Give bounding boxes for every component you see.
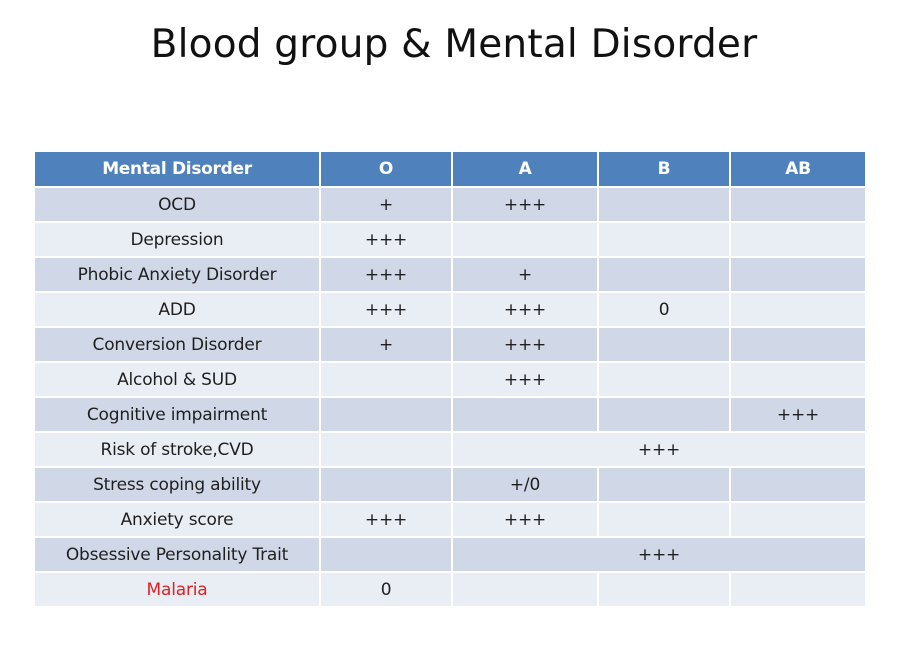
- cell-a: +++: [451, 186, 599, 223]
- row-label-highlighted: Malaria: [33, 571, 321, 608]
- cell-ab: [729, 361, 867, 398]
- row-label: ADD: [33, 291, 321, 328]
- cell-ab: [729, 501, 867, 538]
- cell-ab: [729, 291, 867, 328]
- cell-a: [451, 571, 599, 608]
- cell-b: [597, 256, 731, 293]
- cell-b: [597, 326, 731, 363]
- header-ab: AB: [729, 150, 867, 188]
- table-row: Risk of stroke,CVD +++: [33, 431, 867, 468]
- header-o: O: [319, 150, 453, 188]
- cell-b: [597, 186, 731, 223]
- table-row: Phobic Anxiety Disorder +++ +: [33, 256, 867, 293]
- header-a: A: [451, 150, 599, 188]
- cell-o: +: [319, 326, 453, 363]
- cell-ab: [729, 326, 867, 363]
- row-label: Anxiety score: [33, 501, 321, 538]
- cell-a: +++: [451, 361, 599, 398]
- table-row: Cognitive impairment +++: [33, 396, 867, 433]
- header-b: B: [597, 150, 731, 188]
- cell-ab: [729, 221, 867, 258]
- row-label: Cognitive impairment: [33, 396, 321, 433]
- cell-a: +++: [451, 501, 599, 538]
- cell-a: +++: [451, 326, 599, 363]
- cell-b: [597, 466, 731, 503]
- slide-title: Blood group & Mental Disorder: [150, 22, 758, 67]
- cell-o: +++: [319, 221, 453, 258]
- table-row: Alcohol & SUD +++: [33, 361, 867, 398]
- cell-b: 0: [597, 291, 731, 328]
- row-label: Obsessive Personality Trait: [33, 536, 321, 573]
- cell-b: [597, 571, 731, 608]
- cell-ab: [729, 186, 867, 223]
- row-label: Phobic Anxiety Disorder: [33, 256, 321, 293]
- table-row: Malaria 0: [33, 571, 867, 608]
- header-mental-disorder: Mental Disorder: [33, 150, 321, 188]
- cell-ab: [729, 256, 867, 293]
- cell-o: [319, 431, 453, 468]
- cell-b: [597, 221, 731, 258]
- cell-a: +++: [451, 291, 599, 328]
- blood-group-table: Mental Disorder O A B AB OCD + +++ Depre…: [33, 150, 867, 608]
- row-label: OCD: [33, 186, 321, 223]
- cell-o: [319, 396, 453, 433]
- table-row: Conversion Disorder + +++: [33, 326, 867, 363]
- table-row: Anxiety score +++ +++: [33, 501, 867, 538]
- cell-o: +++: [319, 501, 453, 538]
- cell-merged: +++: [451, 536, 867, 573]
- cell-o: [319, 536, 453, 573]
- cell-a: [451, 396, 599, 433]
- cell-merged: +++: [451, 431, 867, 468]
- cell-o: +++: [319, 256, 453, 293]
- cell-o: 0: [319, 571, 453, 608]
- cell-o: +++: [319, 291, 453, 328]
- cell-o: [319, 466, 453, 503]
- row-label: Alcohol & SUD: [33, 361, 321, 398]
- cell-b: [597, 396, 731, 433]
- cell-ab: [729, 571, 867, 608]
- row-label: Conversion Disorder: [33, 326, 321, 363]
- cell-a: +/0: [451, 466, 599, 503]
- cell-a: [451, 221, 599, 258]
- table-row: Obsessive Personality Trait +++: [33, 536, 867, 573]
- row-label: Depression: [33, 221, 321, 258]
- table-header-row: Mental Disorder O A B AB: [33, 150, 867, 188]
- cell-ab: [729, 466, 867, 503]
- cell-o: [319, 361, 453, 398]
- cell-ab: +++: [729, 396, 867, 433]
- table-row: Depression +++: [33, 221, 867, 258]
- table-row: ADD +++ +++ 0: [33, 291, 867, 328]
- cell-o: +: [319, 186, 453, 223]
- row-label: Stress coping ability: [33, 466, 321, 503]
- table-row: Stress coping ability +/0: [33, 466, 867, 503]
- cell-b: [597, 361, 731, 398]
- row-label: Risk of stroke,CVD: [33, 431, 321, 468]
- cell-a: +: [451, 256, 599, 293]
- cell-b: [597, 501, 731, 538]
- table-row: OCD + +++: [33, 186, 867, 223]
